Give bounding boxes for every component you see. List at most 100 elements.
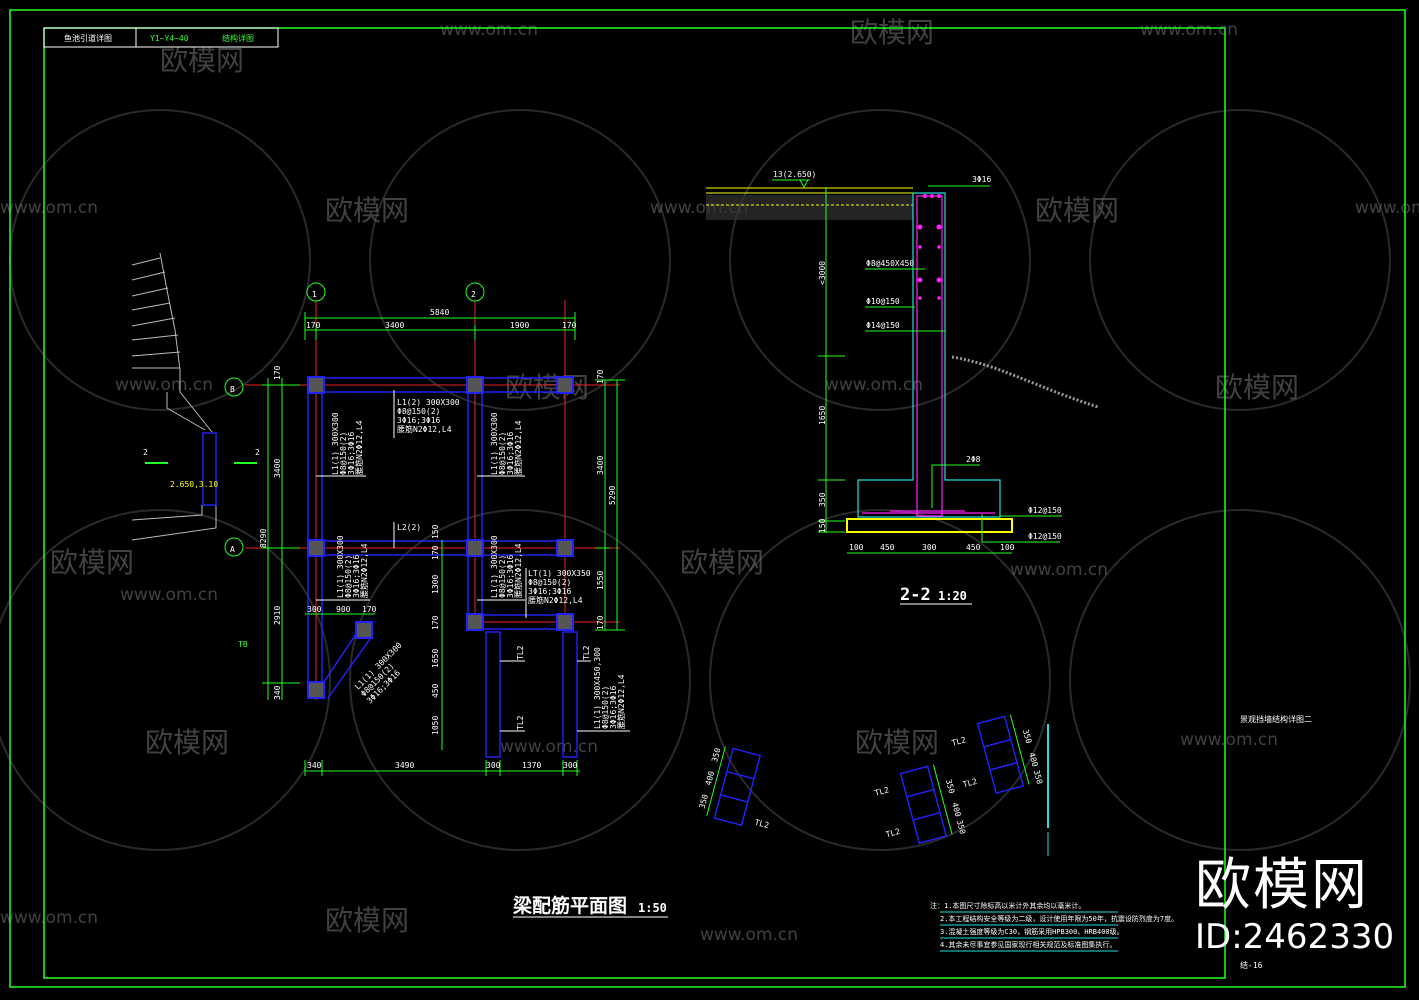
svg-text:L1(1) 300X450,300: L1(1) 300X450,300	[593, 647, 602, 729]
columns	[307, 376, 574, 699]
dim-mid-v2: 170	[431, 545, 440, 560]
dim-mid-v6: 450	[431, 683, 440, 698]
section-scale: 1:20	[938, 589, 967, 603]
dim-bottom-5: 300	[563, 761, 578, 770]
section-h3: 350	[818, 492, 827, 507]
dim-left-2: 3400	[273, 459, 282, 478]
dim-bottom-2: 3490	[395, 761, 414, 770]
note-line: 3.混凝土强度等级为C30，钢筋采用HPB300、HRB400级。	[940, 927, 1124, 936]
detail-dim: 350	[944, 778, 956, 794]
beam-label-L3: L1(1) 300X450,300 Φ8@150(2) 3Φ16;3Φ16 腰筋…	[593, 647, 626, 729]
plan-title: 梁配筋平面图	[512, 894, 627, 917]
section-w3: 300	[922, 543, 937, 552]
dim-top-total: 5840	[430, 308, 449, 317]
title-block: 鱼池引道详图 Y1~Y4~40 结构详图	[43, 27, 279, 48]
green-tag: TB	[238, 640, 248, 649]
svg-text:Φ8@150(2): Φ8@150(2)	[528, 578, 571, 587]
dim-mid-2: 900	[336, 605, 351, 614]
watermark-logo-tile: 欧模网	[325, 194, 409, 227]
detail-dim: 350	[698, 793, 710, 809]
svg-text:Φ8@150(2): Φ8@150(2)	[344, 555, 353, 598]
dim-right-2: 3400	[596, 456, 605, 475]
svg-text:3Φ16;3Φ16: 3Φ16;3Φ16	[609, 685, 618, 729]
beam-label-L1-top: L1(2) 300X300 Φ8@150(2) 3Φ16;3Φ16 腰筋N2Φ1…	[397, 398, 460, 434]
beam-label-L1-mid: L1(1) 300X300 Φ8@150(2) 3Φ16;3Φ16 腰筋N2Φ1…	[490, 412, 523, 475]
svg-text:LT(1) 300X350: LT(1) 300X350	[528, 569, 591, 578]
section-w1: 100	[849, 543, 864, 552]
dim-top-2: 3400	[385, 321, 404, 330]
dim-mid-v4: 170	[431, 615, 440, 630]
beam-label-L2: L2(2)	[397, 523, 421, 532]
svg-text:3Φ16;3Φ16: 3Φ16;3Φ16	[352, 554, 361, 598]
dim-left-5: 340	[273, 685, 282, 700]
svg-text:Φ8@150(2): Φ8@150(2)	[498, 432, 507, 475]
watermark-logo-tile: 欧模网	[50, 546, 134, 579]
detail-dim: 350	[710, 747, 722, 763]
svg-text:腰筋N2Φ12,L4: 腰筋N2Φ12,L4	[397, 424, 452, 434]
dim-left-1: 170	[273, 365, 282, 380]
dim-mid-v3: 1300	[431, 575, 440, 594]
watermark-url-tile: www.om.cn	[825, 375, 923, 395]
title-block-cell-1: 鱼池引道详图	[64, 33, 112, 43]
section-mark-left: 2	[143, 448, 148, 457]
tag-TL2-3: TL2	[582, 645, 591, 660]
bottom-rebar-1: Φ12@150	[1028, 506, 1062, 515]
dim-bottom-3: 300	[486, 761, 501, 770]
beam-label-L1-left: L1(1) 300X300 Φ8@150(2) 3Φ16;3Φ16 腰筋N2Φ1…	[331, 412, 364, 475]
section-w4: 450	[966, 543, 981, 552]
watermark-logo-tile: 欧模网	[325, 904, 409, 937]
section-w2: 450	[880, 543, 895, 552]
beam-plan: 1 2 B A 5840 170 3400 1900 170 170 3400 …	[224, 282, 668, 918]
detail-tag: TL2	[754, 818, 770, 830]
dim-right-3: 1550	[596, 571, 605, 590]
watermark-url-tile: www.om.cn	[115, 375, 213, 395]
dim-left-3: 8290	[259, 529, 268, 548]
section-title: 2-2	[900, 585, 931, 605]
title-block-cell-2: Y1~Y4~40	[150, 34, 189, 43]
watermark-logo-tile: 欧模网	[850, 16, 934, 49]
section-h2: 1650	[818, 406, 827, 425]
svg-text:腰筋N2Φ12,L4: 腰筋N2Φ12,L4	[359, 543, 369, 598]
svg-text:腰筋N2Φ12,L4: 腰筋N2Φ12,L4	[513, 543, 523, 598]
svg-text:3Φ16;3Φ16: 3Φ16;3Φ16	[347, 431, 356, 475]
bottom-rebar-2: Φ12@150	[1028, 532, 1062, 541]
svg-text:2: 2	[471, 290, 476, 299]
watermark-url-tile: www.om.cn	[1010, 560, 1108, 580]
beam-label-L1-lower-mid: L1(1) 300X300 Φ8@150(2) 3Φ16;3Φ16 腰筋N2Φ1…	[490, 535, 523, 598]
watermark-id-block: 欧模网 ID:2462330	[1195, 853, 1394, 958]
dim-right-1: 170	[596, 369, 605, 384]
beam-label-L1-lower-left: L1(1) 300X300 Φ8@150(2) 3Φ16;3Φ16 腰筋N2Φ1…	[336, 535, 369, 598]
svg-text:L1(1) 300X300: L1(1) 300X300	[490, 535, 499, 598]
watermark-logo: 欧模网	[1195, 853, 1369, 918]
section-h1: <3000	[818, 261, 827, 285]
dim-bottom-1: 340	[307, 761, 322, 770]
axis-1: 1	[306, 282, 326, 302]
outer-frame	[9, 9, 1406, 988]
svg-text:Φ8@150(2): Φ8@150(2)	[498, 555, 507, 598]
elevation-note: 2.650,3.10	[170, 480, 218, 489]
dim-top-1: 170	[306, 321, 321, 330]
svg-text:1: 1	[312, 290, 317, 299]
sheet-title: 景观挡墙结构详图二	[1240, 714, 1312, 724]
detail-tag: TL2	[874, 785, 890, 797]
svg-text:3Φ16;3Φ16: 3Φ16;3Φ16	[528, 587, 572, 596]
plan-scale: 1:50	[638, 901, 667, 915]
title-block-cell-3: 结构详图	[222, 33, 254, 43]
beam-label-LT1: LT(1) 300X350 Φ8@150(2) 3Φ16;3Φ16 腰筋N2Φ1…	[528, 569, 591, 605]
svg-text:3Φ16;3Φ16: 3Φ16;3Φ16	[506, 554, 515, 598]
watermark-url-tile: www.om.cn	[0, 198, 98, 218]
dim-mid-3: 170	[362, 605, 377, 614]
watermark-url-tile: www.om.cn	[0, 908, 98, 928]
section-top-bar: 3Φ16	[972, 175, 991, 184]
svg-text:Φ8@150(2): Φ8@150(2)	[601, 686, 610, 729]
watermark-logo-tile: 欧模网	[680, 546, 764, 579]
dim-right-total: 5290	[608, 486, 617, 505]
detail-tag: TL2	[962, 777, 978, 789]
svg-text:B: B	[230, 385, 235, 394]
dim-mid-1: 300	[307, 605, 322, 614]
section-2-2: 13(2.650) 3Φ16 Φ8@450X450 Φ10@150 Φ14@15…	[706, 170, 1099, 605]
svg-text:腰筋N2Φ12,L4: 腰筋N2Φ12,L4	[528, 595, 583, 605]
watermark-logo-tile: 欧模网	[505, 371, 589, 404]
rebar-label-1: Φ8@450X450	[866, 259, 914, 268]
